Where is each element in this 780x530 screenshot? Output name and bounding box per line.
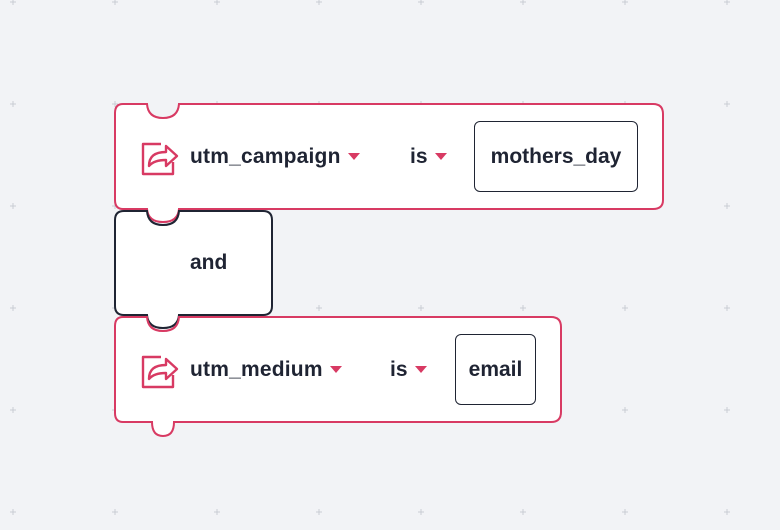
operator-label-1: is bbox=[410, 145, 428, 168]
operator-dropdown-1[interactable]: is bbox=[410, 143, 447, 171]
grid-dot bbox=[520, 509, 526, 515]
grid-dot bbox=[214, 509, 220, 515]
grid-dot bbox=[10, 509, 16, 515]
grid-dot bbox=[418, 0, 424, 5]
grid-dot bbox=[316, 509, 322, 515]
and-connector-label: and bbox=[190, 251, 228, 274]
grid-dot bbox=[724, 407, 730, 413]
grid-dot bbox=[214, 0, 220, 5]
value-input-2[interactable]: email bbox=[455, 334, 536, 405]
grid-dot bbox=[520, 305, 526, 311]
and-connector-shape[interactable] bbox=[114, 210, 273, 330]
field-label-2: utm_medium bbox=[190, 358, 323, 381]
grid-dot bbox=[418, 305, 424, 311]
grid-dot bbox=[622, 0, 628, 5]
share-arrow-icon bbox=[141, 142, 179, 176]
grid-dot bbox=[316, 0, 322, 5]
chevron-down-icon bbox=[347, 152, 360, 160]
grid-dot bbox=[724, 305, 730, 311]
grid-dot bbox=[724, 509, 730, 515]
operator-dropdown-2[interactable]: is bbox=[390, 356, 427, 384]
grid-dot bbox=[622, 509, 628, 515]
grid-dot bbox=[112, 101, 118, 107]
grid-dot bbox=[622, 407, 628, 413]
grid-dot bbox=[10, 101, 16, 107]
grid-dot bbox=[418, 509, 424, 515]
grid-dot bbox=[520, 0, 526, 5]
grid-dot bbox=[724, 101, 730, 107]
value-input-1[interactable]: mothers_day bbox=[474, 121, 638, 192]
grid-dot bbox=[724, 203, 730, 209]
grid-dot bbox=[10, 0, 16, 5]
grid-dot bbox=[112, 509, 118, 515]
chevron-down-icon bbox=[329, 365, 342, 373]
field-dropdown-2[interactable]: utm_medium bbox=[190, 356, 342, 384]
chevron-down-icon bbox=[434, 152, 447, 160]
grid-dot bbox=[316, 305, 322, 311]
operator-label-2: is bbox=[390, 358, 408, 381]
share-arrow-icon bbox=[141, 355, 179, 389]
grid-dot bbox=[622, 305, 628, 311]
field-label-1: utm_campaign bbox=[190, 145, 341, 168]
grid-dot bbox=[724, 0, 730, 5]
value-text-1: mothers_day bbox=[490, 144, 622, 168]
grid-dot bbox=[10, 407, 16, 413]
condition-block-2-shape[interactable] bbox=[114, 316, 562, 438]
chevron-down-icon bbox=[414, 365, 427, 373]
grid-dot bbox=[10, 203, 16, 209]
grid-dot bbox=[10, 305, 16, 311]
grid-dot bbox=[112, 0, 118, 5]
field-dropdown-1[interactable]: utm_campaign bbox=[190, 143, 360, 171]
value-text-2: email bbox=[468, 357, 523, 381]
